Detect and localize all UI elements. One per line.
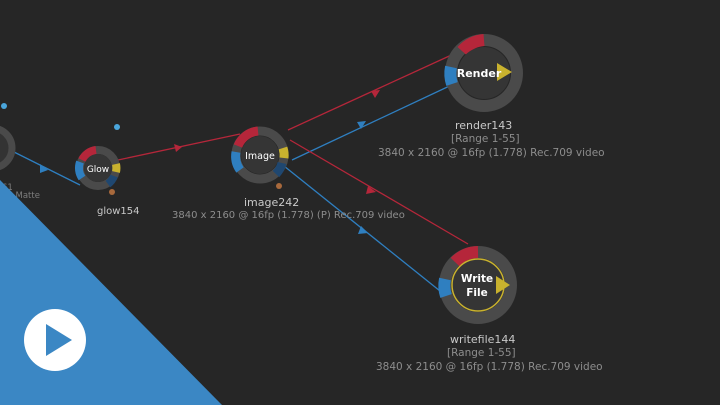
node-writefile[interactable] [438, 246, 517, 324]
node-image-name: image242 [244, 196, 300, 209]
node-render[interactable] [444, 34, 523, 112]
node-image-info: 3840 x 2160 @ 16fp (1.778) (P) Rec.709 v… [172, 210, 405, 221]
link-image-write-blue[interactable] [283, 165, 456, 304]
node-render-info: 3840 x 2160 @ 16fp (1.778) Rec.709 video [378, 147, 605, 159]
node-render-name: render143 [455, 119, 513, 132]
writefile-play-icon [496, 276, 510, 294]
link-image-write-red[interactable] [289, 139, 469, 245]
play-icon [46, 324, 72, 356]
link-left-glow[interactable] [9, 149, 81, 186]
node-render-range: [Range 1-55] [451, 133, 520, 145]
node-glow-name: glow154 [97, 206, 140, 217]
node-writefile-info: 3840 x 2160 @ 16fp (1.778) Rec.709 video [376, 361, 603, 373]
node-writefile-range: [Range 1-55] [447, 347, 516, 359]
node-glow[interactable] [74, 124, 121, 195]
link-image-render-blue[interactable] [291, 81, 459, 161]
node-image[interactable] [231, 126, 289, 189]
node-image-title: Image [245, 151, 275, 162]
node-glow-title: Glow [87, 165, 109, 175]
node-writefile-title-line2: File [466, 287, 488, 299]
node-left-partial[interactable] [0, 103, 16, 171]
render-play-icon [497, 63, 512, 81]
node-writefile-name: writefile144 [450, 333, 516, 346]
play-overlay[interactable] [0, 180, 222, 405]
node-writefile-title-line1: Write [461, 273, 493, 285]
links [9, 51, 469, 304]
node-left-partial-info: 61 Matte [2, 191, 40, 201]
node-render-title: Render [457, 67, 502, 80]
